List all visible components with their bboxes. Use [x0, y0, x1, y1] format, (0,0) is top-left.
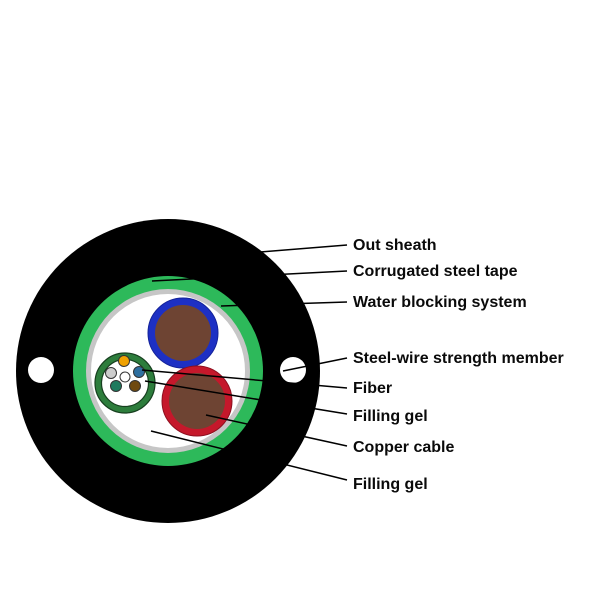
copper-cable-red-conductor [169, 373, 225, 429]
leader-line-filling-gel-tube [144, 380, 348, 415]
leader-line-fiber [141, 369, 348, 389]
label-water-blocking-system: Water blocking system [353, 294, 527, 311]
label-filling-gel-tube: Filling gel [353, 408, 428, 425]
label-fiber: Fiber [353, 380, 393, 397]
fiber-gray-dot [105, 367, 117, 379]
steel-wire-member-right [280, 357, 306, 383]
copper-cable-blue-conductor [155, 305, 211, 361]
fiber-white-dot [119, 371, 131, 383]
leader-line-copper-cable [205, 414, 348, 447]
leader-line-filling-gel-core [150, 430, 348, 481]
leader-line-steel-wire-strength-member [282, 357, 348, 372]
label-corrugated-steel-tape: Corrugated steel tape [353, 263, 518, 280]
fiber-blue-dot [133, 366, 145, 378]
steel-wire-member-left [28, 357, 54, 383]
leader-line-water-blocking-system [220, 301, 348, 307]
fiber-teal-dot [110, 380, 122, 392]
fiber-orange-dot [118, 355, 130, 367]
fiber-brown-dot [129, 380, 141, 392]
label-steel-wire-strength-member: Steel-wire strength member [353, 350, 564, 367]
label-out-sheath: Out sheath [353, 237, 437, 254]
label-filling-gel-core: Filling gel [353, 476, 428, 493]
label-copper-cable: Copper cable [353, 439, 455, 456]
leader-line-out-sheath [246, 244, 348, 254]
leader-line-corrugated-steel-tape [151, 270, 348, 282]
